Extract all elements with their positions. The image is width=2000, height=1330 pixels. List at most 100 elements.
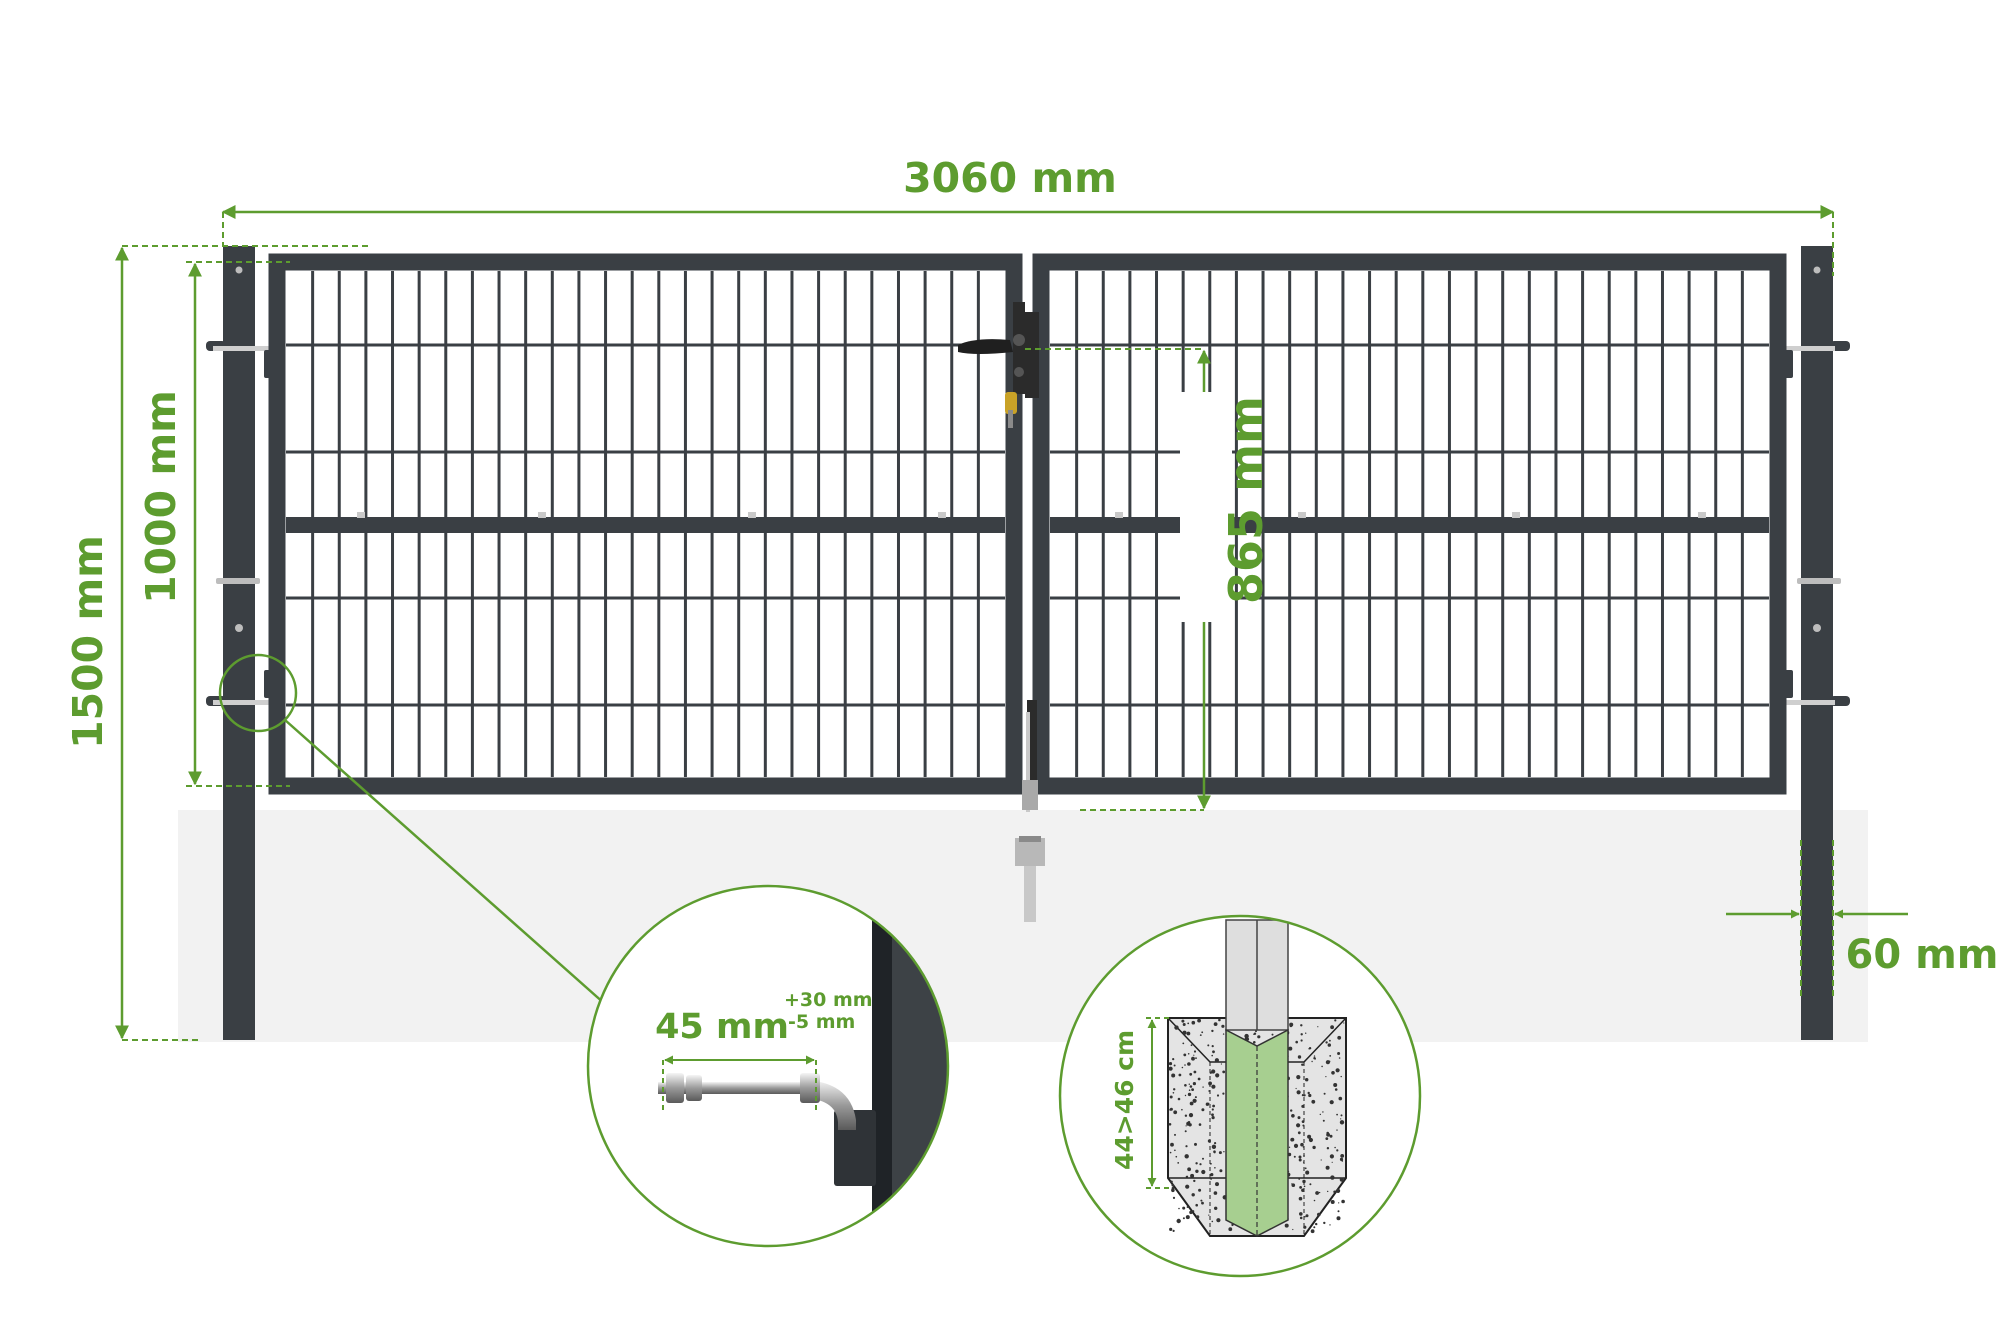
concrete-speckle bbox=[1296, 1123, 1301, 1128]
concrete-speckle bbox=[1335, 1068, 1340, 1073]
concrete-speckle bbox=[1297, 1116, 1301, 1120]
concrete-speckle bbox=[1213, 1151, 1216, 1154]
concrete-speckle bbox=[1213, 1191, 1218, 1195]
concrete-speckle bbox=[1209, 1177, 1212, 1180]
total-width-label: 3060 mm bbox=[903, 154, 1117, 202]
concrete-speckle bbox=[1192, 1098, 1197, 1103]
concrete-speckle bbox=[1211, 1144, 1217, 1150]
concrete-speckle bbox=[1301, 1188, 1305, 1193]
concrete-speckle bbox=[1182, 1042, 1185, 1045]
concrete-speckle bbox=[1289, 1024, 1293, 1028]
concrete-speckle bbox=[1314, 1057, 1316, 1060]
concrete-speckle bbox=[1338, 1096, 1343, 1101]
concrete-speckle bbox=[1170, 1180, 1173, 1184]
concrete-speckle bbox=[1210, 1162, 1212, 1165]
left-leaf-frame bbox=[268, 253, 1023, 795]
concrete-speckle bbox=[1169, 1151, 1172, 1154]
concrete-speckle bbox=[1336, 1113, 1338, 1116]
concrete-speckle bbox=[1215, 1073, 1220, 1078]
concrete-speckle bbox=[1339, 1157, 1344, 1161]
concrete-speckle bbox=[1199, 1034, 1202, 1036]
concrete-speckle bbox=[1341, 1199, 1345, 1204]
concrete-speckle bbox=[1207, 1044, 1210, 1047]
concrete-speckle bbox=[1303, 1155, 1305, 1157]
concrete-speckle bbox=[1182, 1023, 1186, 1026]
concrete-speckle bbox=[1300, 1024, 1303, 1027]
concrete-speckle bbox=[1305, 1032, 1307, 1034]
concrete-speckle bbox=[1221, 1024, 1225, 1028]
concrete-speckle bbox=[1303, 1161, 1305, 1163]
concrete-speckle bbox=[1174, 1149, 1176, 1152]
concrete-speckle bbox=[1184, 1114, 1188, 1117]
concrete-speckle bbox=[1201, 1169, 1206, 1175]
concrete-speckle bbox=[1305, 1078, 1309, 1082]
right-middle-rail bbox=[1050, 517, 1769, 533]
concrete-speckle bbox=[1187, 1092, 1192, 1097]
concrete-speckle bbox=[1211, 1054, 1213, 1057]
concrete-speckle bbox=[1212, 1050, 1215, 1054]
concrete-speckle bbox=[1185, 1145, 1188, 1148]
concrete-speckle bbox=[1298, 1158, 1302, 1162]
concrete-speckle bbox=[1189, 1210, 1193, 1215]
concrete-speckle bbox=[1298, 1178, 1301, 1180]
hinge-tolerance-plus: +30 mm bbox=[784, 989, 873, 1011]
concrete-speckle bbox=[1329, 1154, 1334, 1159]
concrete-speckle bbox=[1325, 1165, 1330, 1170]
concrete-speckle bbox=[1340, 1154, 1345, 1158]
concrete-speckle bbox=[1323, 1092, 1326, 1095]
concrete-speckle bbox=[1323, 1221, 1326, 1225]
concrete-speckle bbox=[1191, 1020, 1196, 1025]
concrete-speckle bbox=[1301, 1063, 1304, 1066]
left-leaf-mesh bbox=[286, 271, 1005, 777]
concrete-speckle bbox=[1177, 1097, 1181, 1101]
concrete-speckle bbox=[1171, 1188, 1175, 1193]
concrete-speckle bbox=[1208, 1102, 1210, 1105]
concrete-speckle bbox=[1171, 1073, 1176, 1078]
concrete-speckle bbox=[1208, 1090, 1211, 1092]
concrete-speckle bbox=[1300, 1033, 1303, 1036]
concrete-speckle bbox=[1200, 1199, 1203, 1202]
concrete-speckle bbox=[1307, 1134, 1312, 1139]
concrete-speckle bbox=[1178, 1207, 1180, 1210]
hinge-tolerance-minus: -5 mm bbox=[788, 1011, 855, 1033]
concrete-speckle bbox=[1322, 1119, 1325, 1122]
concrete-speckle bbox=[1329, 1100, 1334, 1105]
concrete-speckle bbox=[1199, 1163, 1202, 1166]
concrete-speckle bbox=[1340, 1118, 1342, 1120]
concrete-speckle bbox=[1325, 1137, 1329, 1140]
concrete-speckle bbox=[1305, 1214, 1309, 1218]
concrete-speckle bbox=[1211, 1084, 1216, 1089]
concrete-speckle bbox=[1191, 1088, 1194, 1091]
concrete-speckle bbox=[1201, 1031, 1204, 1034]
concrete-speckle bbox=[1329, 1224, 1331, 1226]
concrete-speckle bbox=[1189, 1072, 1193, 1076]
concrete-speckle bbox=[1291, 1183, 1296, 1187]
concrete-speckle bbox=[1181, 1066, 1184, 1069]
concrete-speckle bbox=[1201, 1108, 1205, 1112]
concrete-speckle bbox=[1195, 1057, 1197, 1059]
concrete-speckle bbox=[1318, 1191, 1321, 1194]
concrete-speckle bbox=[1302, 1146, 1305, 1148]
concrete-speckle bbox=[1192, 1210, 1195, 1213]
concrete-speckle bbox=[1326, 1147, 1330, 1150]
concrete-speckle bbox=[1293, 1143, 1299, 1148]
concrete-speckle bbox=[1336, 1188, 1341, 1193]
concrete-speckle bbox=[1215, 1182, 1219, 1187]
concrete-speckle bbox=[1313, 1199, 1316, 1202]
concrete-speckle bbox=[1317, 1026, 1319, 1028]
concrete-speckle bbox=[1189, 1101, 1194, 1106]
concrete-speckle bbox=[1211, 1045, 1214, 1048]
concrete-speckle bbox=[1191, 1193, 1195, 1197]
concrete-speckle bbox=[1171, 1184, 1175, 1187]
concrete-speckle bbox=[1187, 1062, 1191, 1066]
concrete-speckle bbox=[1333, 1190, 1336, 1194]
concrete-speckle bbox=[1311, 1060, 1313, 1063]
concrete-speckle bbox=[1169, 1227, 1173, 1231]
concrete-speckle bbox=[1211, 1116, 1215, 1120]
concrete-speckle bbox=[1288, 1046, 1293, 1051]
concrete-speckle bbox=[1339, 1177, 1344, 1182]
concrete-speckle bbox=[1168, 1062, 1173, 1066]
concrete-speckle bbox=[1298, 1196, 1303, 1201]
